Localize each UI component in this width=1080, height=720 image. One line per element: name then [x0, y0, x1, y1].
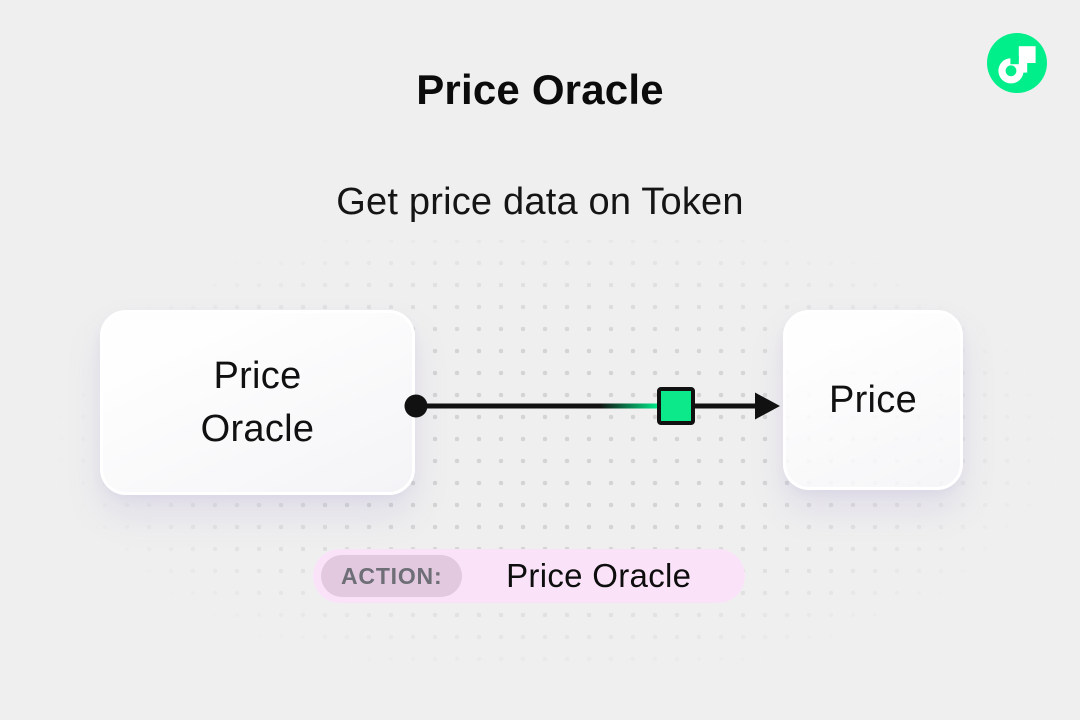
- node-price-label: Price: [828, 378, 918, 421]
- node-price-oracle-label: Price Oracle: [200, 355, 315, 450]
- action-value: Price Oracle: [506, 557, 692, 594]
- page-subtitle: Get price data on Token: [336, 181, 744, 223]
- page-title: Price Oracle: [416, 66, 664, 113]
- action-bar: ACTION: Price Oracle: [313, 549, 745, 603]
- action-badge: ACTION:: [321, 555, 463, 597]
- flow-logo-icon: [987, 33, 1047, 93]
- flow-logo-notch: [1010, 55, 1019, 65]
- node-price: Price: [783, 310, 963, 490]
- node-price-oracle: Price Oracle: [100, 310, 415, 495]
